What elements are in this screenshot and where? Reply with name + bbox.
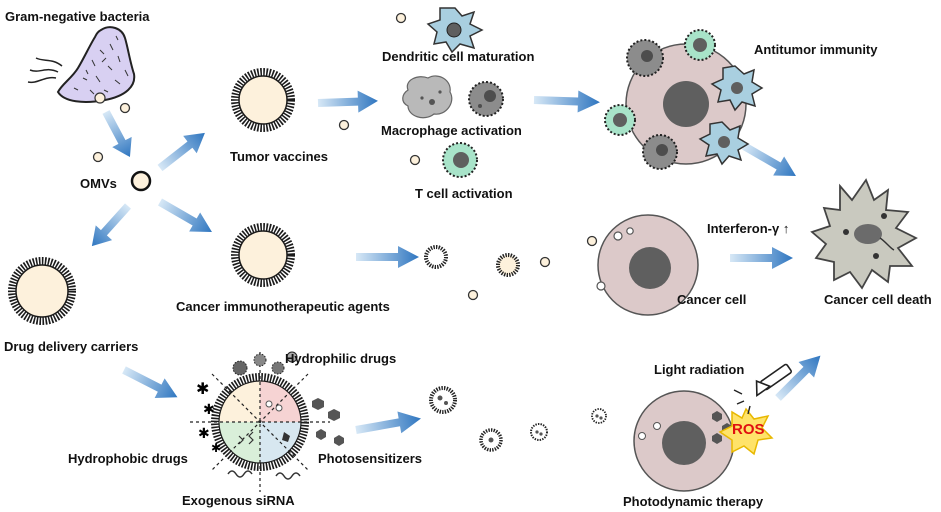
label-gram-negative-bacteria: Gram-negative bacteria bbox=[5, 9, 150, 24]
arrow-omvs-to-immuno-agents bbox=[154, 192, 218, 242]
arrow-loaded-to-small-vesicles bbox=[354, 407, 423, 441]
cancer-cell-icon bbox=[596, 214, 699, 316]
label-dendritic-cell-maturation: Dendritic cell maturation bbox=[382, 49, 535, 64]
loaded-drug-vesicle bbox=[190, 352, 330, 492]
activated-macrophage-icon bbox=[642, 134, 678, 170]
label-hydrophobic-drugs: Hydrophobic drugs bbox=[68, 451, 188, 466]
omv-vesicle bbox=[467, 289, 479, 301]
label-drug-delivery-carriers: Drug delivery carriers bbox=[4, 339, 139, 354]
hydrophilic-drug-icon bbox=[271, 361, 285, 375]
bacteria-icon bbox=[27, 26, 136, 104]
ros-burst-icon bbox=[718, 407, 774, 456]
arrow-bacteria-to-omvs bbox=[96, 106, 140, 163]
label-cancer-cell-death: Cancer cell death bbox=[824, 292, 932, 307]
photosensitizer-icon bbox=[312, 398, 344, 446]
arrow-omvs-to-tumor-vaccines bbox=[153, 124, 212, 177]
label-photosensitizers: Photosensitizers bbox=[318, 451, 423, 466]
omv-vesicle bbox=[119, 102, 131, 114]
small-loaded-vesicle bbox=[479, 428, 503, 452]
arrow-agents-to-vesicles bbox=[356, 246, 419, 268]
label-antitumor-immunity: Antitumor immunity bbox=[754, 42, 878, 57]
small-loaded-vesicle bbox=[429, 386, 457, 414]
omv-main bbox=[130, 170, 152, 192]
omv-vesicle bbox=[409, 154, 421, 166]
small-loaded-vesicle bbox=[591, 408, 607, 424]
hydrophilic-drug-icon bbox=[232, 360, 248, 376]
agent-vesicle bbox=[424, 245, 448, 269]
omv-vesicle bbox=[586, 235, 598, 247]
t-cell-icon bbox=[442, 142, 478, 178]
agent-vesicle bbox=[496, 253, 520, 277]
label-light-radiation: Light radiation bbox=[654, 362, 745, 377]
macrophage-icon bbox=[402, 75, 453, 119]
arrow-omvs-to-drug-carriers bbox=[83, 198, 137, 254]
tumor-vaccine-vesicle bbox=[231, 68, 295, 132]
hydrophilic-drug-icon bbox=[253, 353, 267, 367]
label-t-cell-activation: T cell activation bbox=[415, 186, 513, 201]
label-exogenous-sirna: Exogenous siRNA bbox=[182, 493, 295, 508]
arrow-cancer-cell-to-death bbox=[730, 247, 793, 269]
dendritic-cell-icon bbox=[698, 121, 750, 166]
activated-macrophage-icon bbox=[626, 39, 664, 77]
omv-vesicle bbox=[539, 256, 551, 268]
arrow-vaccines-to-immune-cells bbox=[317, 89, 379, 114]
antitumor-cluster bbox=[604, 29, 764, 170]
hydrophobic-drug-icon: ✱ bbox=[203, 402, 215, 418]
arrow-immune-cells-to-antitumor bbox=[533, 89, 601, 114]
label-ros: ROS bbox=[732, 421, 765, 438]
t-cell-icon bbox=[604, 104, 636, 136]
label-photodynamic-therapy: Photodynamic therapy bbox=[623, 494, 764, 509]
hydrophobic-drug-icon: ✱ bbox=[211, 441, 221, 455]
small-loaded-vesicle bbox=[530, 423, 548, 441]
label-tumor-vaccines: Tumor vaccines bbox=[230, 149, 329, 164]
omv-vesicle bbox=[92, 151, 104, 163]
label-cancer-immunotherapeutic-agents: Cancer immunotherapeutic agents bbox=[176, 299, 390, 314]
hydrophobic-drug-icon: ✱ bbox=[196, 379, 209, 398]
drug-carrier-vesicle bbox=[8, 257, 76, 325]
dendritic-cell-icon bbox=[426, 7, 484, 54]
pdt-cancer-cell-icon bbox=[633, 390, 735, 492]
activated-macrophage-icon bbox=[468, 81, 504, 117]
hydrophobic-drug-icon: ✱ bbox=[198, 426, 210, 442]
dendritic-cell-icon bbox=[710, 65, 764, 112]
arrow-carriers-to-loaded-vesicle bbox=[119, 360, 183, 408]
dying-cancer-cell-icon bbox=[810, 178, 918, 290]
label-interferon-gamma: Interferon-γ ↑ bbox=[707, 221, 790, 236]
flashlight-icon bbox=[733, 363, 792, 415]
omv-vesicle bbox=[338, 119, 350, 131]
label-cancer-cell: Cancer cell bbox=[677, 292, 747, 307]
sirna-icon bbox=[227, 470, 301, 480]
t-cell-icon bbox=[684, 29, 716, 61]
label-macrophage-activation: Macrophage activation bbox=[381, 123, 522, 138]
immunotherapeutic-agent-vesicle bbox=[231, 223, 295, 287]
label-omvs: OMVs bbox=[80, 176, 117, 191]
hydrophilic-drug-icon bbox=[286, 351, 298, 363]
label-hydrophilic-drugs: Hydrophilic drugs bbox=[285, 351, 397, 366]
omv-vesicle bbox=[395, 12, 407, 24]
